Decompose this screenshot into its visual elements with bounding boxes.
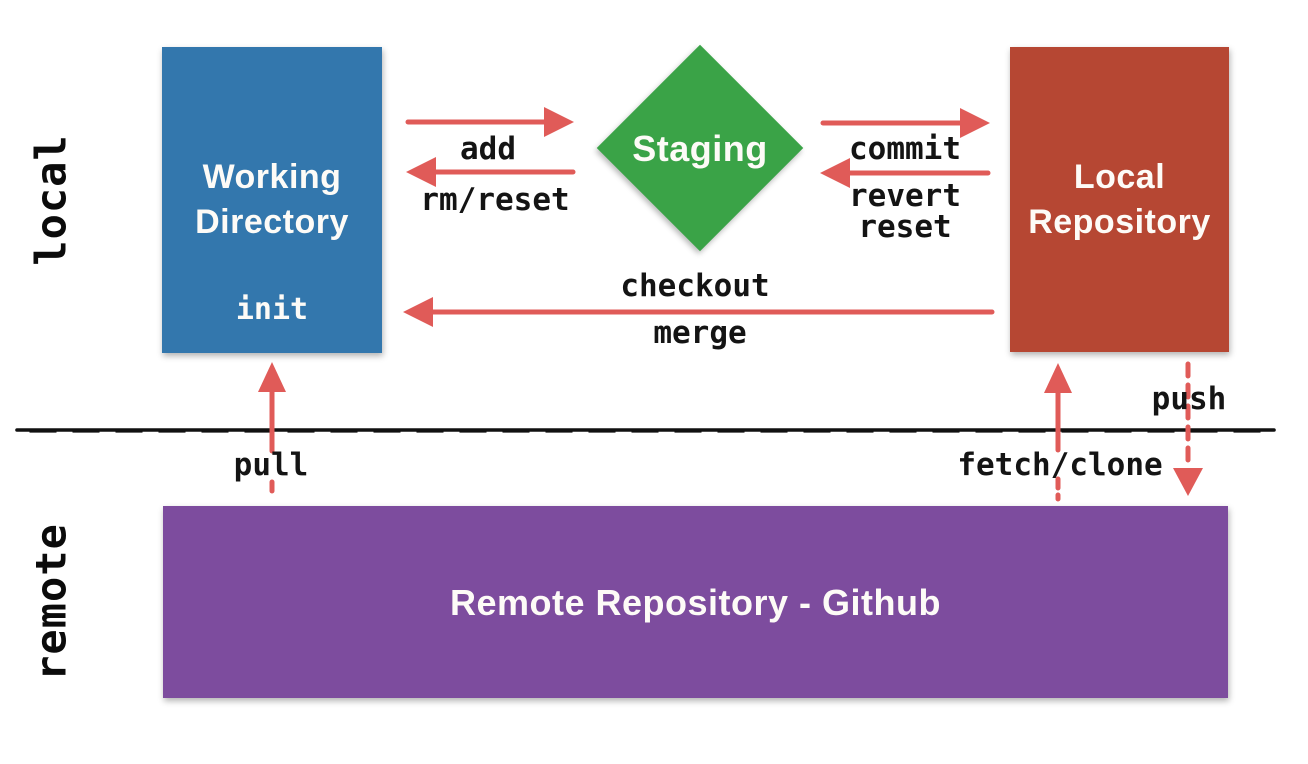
arrow-fetch-clone-head xyxy=(1044,363,1072,393)
local-remote-separator-line xyxy=(15,428,1276,433)
arrow-revert-reset-head xyxy=(820,158,850,188)
pull-label: pull xyxy=(233,447,309,483)
arrow-pull-head xyxy=(258,362,286,392)
init-command-label: init xyxy=(235,292,309,327)
local-repository-node: Local Repository xyxy=(1010,47,1229,352)
arrow-commit-head xyxy=(960,108,990,138)
fetch-clone-label: fetch/clone xyxy=(957,447,1163,483)
working-directory-node: Working Directory init xyxy=(162,47,382,353)
revert-label: revert xyxy=(849,178,961,214)
staging-node: Staging xyxy=(596,44,804,252)
rm-reset-label: rm/reset xyxy=(420,182,570,218)
staging-title: Staging xyxy=(632,127,768,169)
push-label: push xyxy=(1151,381,1227,417)
local-section-label: local xyxy=(26,134,76,266)
staging-inner: Staging xyxy=(627,75,773,221)
remote-repository-title: Remote Repository - Github xyxy=(449,581,942,623)
merge-label: merge xyxy=(653,315,747,351)
working-directory-title: Working Directory xyxy=(195,158,349,241)
remote-section-label: remote xyxy=(26,523,76,681)
checkout-label: checkout xyxy=(620,268,770,304)
local-repository-title: Local Repository xyxy=(1028,157,1211,241)
reset-label: reset xyxy=(858,209,952,245)
arrow-push-head xyxy=(1173,468,1203,496)
commit-label: commit xyxy=(849,131,961,167)
arrow-checkout-merge-head xyxy=(403,297,433,327)
arrow-add-head xyxy=(544,107,574,137)
add-label: add xyxy=(460,131,516,167)
remote-repository-node: Remote Repository - Github xyxy=(163,506,1228,698)
